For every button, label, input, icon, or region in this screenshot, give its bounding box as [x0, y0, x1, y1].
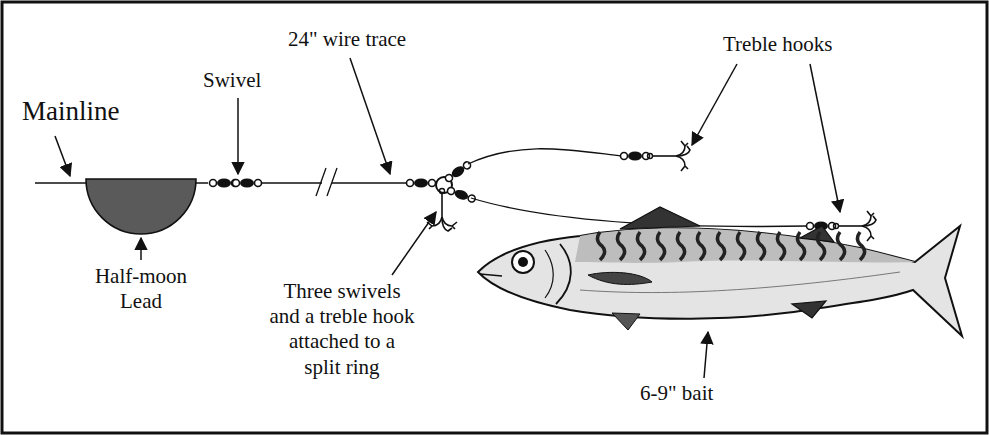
- leader-arrow: [140, 238, 142, 260]
- leader-arrow: [692, 64, 737, 145]
- callout-note: Three swivels and a treble hook attached…: [269, 279, 415, 380]
- half-moon-lead: [86, 179, 196, 234]
- part-label: 24" wire trace: [288, 27, 406, 52]
- wire: [468, 149, 622, 164]
- swivel: [407, 179, 436, 188]
- leader-arrow: [704, 332, 708, 378]
- leader-arrow: [350, 58, 390, 174]
- part-label: Mainline: [22, 95, 119, 127]
- leader-arrow: [55, 136, 70, 176]
- part-label: Half-moon Lead: [85, 264, 197, 314]
- treble-hook: [648, 141, 691, 171]
- leader-arrow: [392, 212, 436, 275]
- part-label: 6-9" bait: [640, 381, 713, 406]
- mackerel-bait: [478, 207, 962, 336]
- leader-arrow: [810, 64, 840, 212]
- part-label: Treble hooks: [723, 32, 832, 57]
- break-mark: [316, 168, 326, 196]
- wire-trace: [262, 182, 322, 183]
- treble-hook: [834, 211, 877, 241]
- part-label: Swivel: [203, 68, 261, 93]
- leader-arrow: [237, 98, 239, 174]
